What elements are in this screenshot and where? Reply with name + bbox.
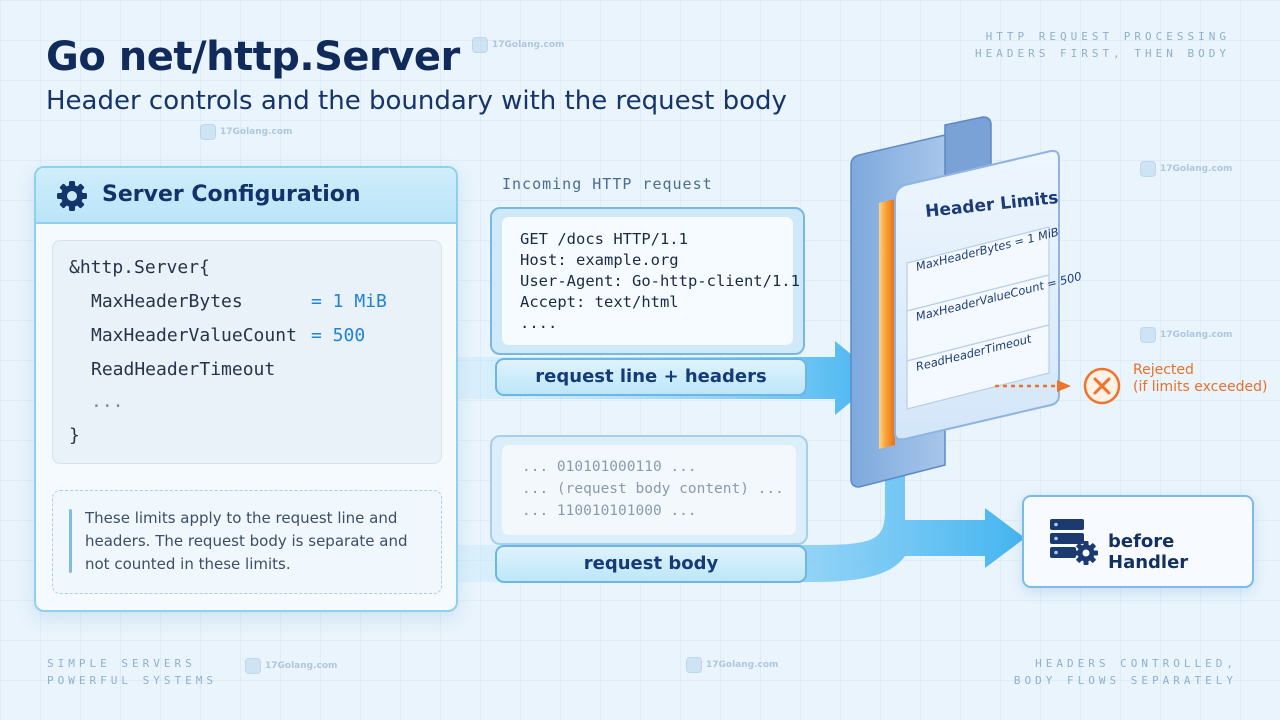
server-gear-icon xyxy=(1050,519,1098,565)
server-config-header: Server Configuration xyxy=(36,168,456,224)
watermark-text: 17Golang.com xyxy=(265,661,338,671)
request-line: GET /docs HTTP/1.1 xyxy=(520,230,688,248)
header-line: Host: example.org xyxy=(520,251,679,269)
handler-box: before Handler xyxy=(1022,495,1254,588)
limits-note: These limits apply to the request line a… xyxy=(52,490,442,594)
field-value-max-header-value-count: = 500 xyxy=(311,325,366,346)
request-headers-text: GET /docs HTTP/1.1 Host: example.org Use… xyxy=(502,217,800,345)
field-name-read-header-timeout: ReadHeaderTimeout xyxy=(91,359,276,380)
corner-caption-line: HEADERS FIRST, THEN BODY xyxy=(975,47,1230,60)
watermark: 17Golang.com xyxy=(686,657,778,673)
field-value-max-header-bytes: = 1 MiB xyxy=(311,291,387,312)
page-title: Go net/http.Server xyxy=(46,34,460,80)
watermark-text: 17Golang.com xyxy=(492,40,565,50)
reject-dashed-arrow xyxy=(995,380,1071,392)
code-ellipsis: ... xyxy=(91,391,124,412)
request-headers-box: GET /docs HTTP/1.1 Host: example.org Use… xyxy=(490,207,805,355)
code-open: &http.Server{ xyxy=(69,257,210,278)
watermark-text: 17Golang.com xyxy=(706,660,779,670)
corner-caption-line: HTTP REQUEST PROCESSING xyxy=(985,30,1230,43)
watermark: 17Golang.com xyxy=(200,124,292,140)
watermark: 17Golang.com xyxy=(245,658,337,674)
watermark: 17Golang.com xyxy=(1140,161,1232,177)
corner-caption-bottom-right: HEADERS CONTROLLED, BODY FLOWS SEPARATEL… xyxy=(1014,655,1237,689)
watermark-logo-icon xyxy=(1140,161,1156,177)
close-circle-icon xyxy=(1083,367,1121,405)
gear-icon xyxy=(57,181,87,211)
watermark: 17Golang.com xyxy=(1140,327,1232,343)
watermark-text: 17Golang.com xyxy=(220,127,293,137)
request-body-pill: request body xyxy=(495,545,807,583)
watermark-logo-icon xyxy=(1140,327,1156,343)
watermark-logo-icon xyxy=(686,657,702,673)
rejected-title: Rejected xyxy=(1133,362,1194,378)
header-ellipsis: .... xyxy=(520,314,558,332)
watermark-text: 17Golang.com xyxy=(1160,330,1233,340)
request-body-text: ... 010101000110 ... ... (request body c… xyxy=(502,445,796,535)
corner-caption-line: SIMPLE SERVERS xyxy=(47,657,196,670)
code-close: } xyxy=(69,425,80,446)
incoming-request-label: Incoming HTTP request xyxy=(502,175,713,193)
watermark-logo-icon xyxy=(472,37,488,53)
watermark: 17Golang.com xyxy=(472,37,564,53)
watermark-text: 17Golang.com xyxy=(1160,164,1233,174)
page-subtitle: Header controls and the boundary with th… xyxy=(46,86,787,116)
rejected-label: Rejected (if limits exceeded) xyxy=(1133,362,1267,396)
server-config-title: Server Configuration xyxy=(102,182,361,207)
corner-caption-top-right: HTTP REQUEST PROCESSING HEADERS FIRST, T… xyxy=(975,28,1230,62)
corner-caption-bottom-left: SIMPLE SERVERS POWERFUL SYSTEMS xyxy=(47,655,217,689)
note-accent-bar xyxy=(69,509,72,573)
body-line: ... (request body content) ... xyxy=(522,481,784,497)
corner-caption-line: BODY FLOWS SEPARATELY xyxy=(1013,674,1237,687)
body-line: ... 010101000110 ... xyxy=(522,459,697,475)
corner-caption-line: POWERFUL SYSTEMS xyxy=(47,674,217,687)
header-line: User-Agent: Go-http-client/1.1 xyxy=(520,272,800,290)
body-line: ... 110010101000 ... xyxy=(522,503,697,519)
field-name-max-header-bytes: MaxHeaderBytes xyxy=(91,291,243,312)
header-limits-gate xyxy=(850,116,1060,488)
request-headers-pill: request line + headers xyxy=(495,358,807,396)
request-body-box: ... 010101000110 ... ... (request body c… xyxy=(490,435,808,545)
field-name-max-header-value-count: MaxHeaderValueCount xyxy=(91,325,297,346)
corner-caption-line: HEADERS CONTROLLED, xyxy=(1035,657,1237,670)
watermark-logo-icon xyxy=(245,658,261,674)
limits-note-text: These limits apply to the request line a… xyxy=(85,509,408,573)
server-config-card: Server Configuration &http.Server{ MaxHe… xyxy=(34,166,458,612)
watermark-logo-icon xyxy=(200,124,216,140)
handler-label: before Handler xyxy=(1108,531,1189,573)
code-panel: &http.Server{ MaxHeaderBytes = 1 MiB Max… xyxy=(52,240,442,464)
rejected-condition: (if limits exceeded) xyxy=(1133,379,1268,395)
header-line: Accept: text/html xyxy=(520,293,679,311)
